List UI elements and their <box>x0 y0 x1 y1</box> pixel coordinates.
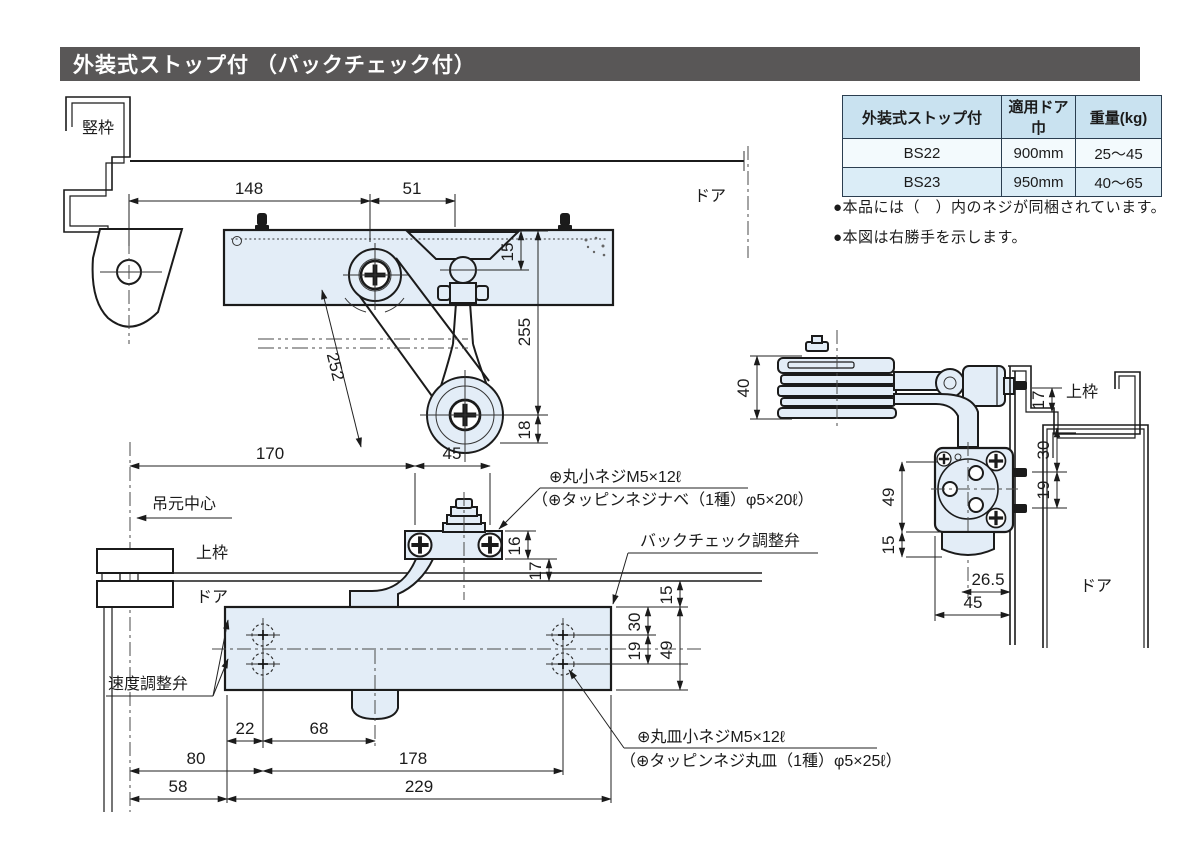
side-body-screw-icon <box>984 449 1008 473</box>
plan-door-label: ドア <box>694 188 726 205</box>
spec-table-header-row: 外装式ストップ付 適用ドア巾 重量(kg) <box>842 95 1162 139</box>
dim-252: 252 <box>323 351 348 383</box>
dim-255: 255 <box>515 318 534 346</box>
side-top-frame-label: 上枠 <box>1066 383 1098 401</box>
dim-148: 148 <box>235 179 263 198</box>
bracket-screw-right-icon <box>476 531 504 559</box>
screw-note-top-2: （⊕タッピンネジナベ（1種）φ5×20ℓ） <box>532 491 814 509</box>
dim-49-side: 49 <box>879 488 898 507</box>
spec-bs23-weight: 40〜65 <box>1075 167 1162 197</box>
dim-45-elev: 45 <box>443 444 462 463</box>
dim-19-side: 19 <box>1034 481 1053 500</box>
screw-note-bottom-1: ⊕丸皿小ネジM5×12ℓ <box>637 728 785 746</box>
dim-15-plan: 15 <box>498 243 517 262</box>
elev-top-frame-label: 上枠 <box>196 544 228 562</box>
spec-bs23-model: BS23 <box>842 167 1002 197</box>
spec-bs22-model: BS22 <box>842 138 1002 168</box>
elev-door-label: ドア <box>196 589 228 606</box>
dim-16: 16 <box>505 537 524 556</box>
screw-note-bottom-2: （⊕タッピンネジ丸皿（1種）φ5×25ℓ） <box>620 752 902 770</box>
dim-40: 40 <box>734 379 753 398</box>
spec-row-bs23: BS23 950mm 40〜65 <box>842 167 1162 197</box>
dim-51: 51 <box>403 179 422 198</box>
dim-30-side: 30 <box>1034 441 1053 460</box>
dim-17-elev: 17 <box>526 562 545 581</box>
plan-mount-screw-right <box>558 213 572 230</box>
plan-frame-label: 竪枠 <box>82 119 114 137</box>
section-title: 外装式ストップ付 （バックチェック付） <box>73 54 476 77</box>
dim-170: 170 <box>256 444 284 463</box>
backcheck-valve-label: バックチェック調整弁 <box>640 532 800 550</box>
spec-row-bs22: BS22 900mm 25〜45 <box>842 138 1162 168</box>
dim-18: 18 <box>515 421 534 440</box>
spec-col-weight: 重量(kg) <box>1075 95 1162 139</box>
side-view: 40 上枠 <box>734 330 1149 648</box>
screw-note-top-1: ⊕丸小ネジM5×12ℓ <box>549 468 681 486</box>
dim-229: 229 <box>405 777 433 796</box>
spec-col-model: 外装式ストップ付 <box>842 95 1002 139</box>
dim-30-elev: 30 <box>625 613 644 632</box>
dim-22: 22 <box>236 719 255 738</box>
plan-view: 竪枠 ドア <box>63 96 749 462</box>
dim-15-elev: 15 <box>657 586 676 605</box>
dim-45-side: 45 <box>964 593 983 612</box>
spec-table: 外装式ストップ付 適用ドア巾 重量(kg) BS22 900mm 25〜45 B… <box>842 95 1162 197</box>
side-body-screw-small-icon <box>935 450 953 468</box>
plan-mount-screw-left <box>255 213 269 230</box>
side-body-screw-icon <box>984 506 1008 530</box>
dim-19-elev: 19 <box>625 642 644 661</box>
bracket-screw-left-icon <box>406 531 434 559</box>
dim-49-elev: 49 <box>657 641 676 660</box>
spec-bs23-width: 950mm <box>1001 167 1076 197</box>
section-title-bar: 外装式ストップ付 （バックチェック付） <box>60 47 1140 81</box>
note-screws-included: ●本品には（ ）内のネジが同梱されています。 <box>833 199 1167 216</box>
hinge-center-label: 吊元中心 <box>152 495 216 513</box>
elevation-view: 吊元中心 170 45 上枠 ドア <box>96 442 902 812</box>
side-door-label: ドア <box>1080 578 1112 595</box>
spec-bs22-weight: 25〜45 <box>1075 138 1162 168</box>
dim-17-side: 17 <box>1029 391 1048 410</box>
dim-80: 80 <box>187 749 206 768</box>
speed-valve-label: 速度調整弁 <box>108 675 188 693</box>
dim-15-side: 15 <box>879 536 898 555</box>
dim-58: 58 <box>169 777 188 796</box>
spec-bs22-width: 900mm <box>1001 138 1076 168</box>
dim-68: 68 <box>310 719 329 738</box>
note-right-hand: ●本図は右勝手を示します。 <box>833 229 1028 246</box>
dim-26-5: 26.5 <box>971 570 1004 589</box>
plan-texture-dots <box>584 236 606 257</box>
dim-178: 178 <box>399 749 427 768</box>
